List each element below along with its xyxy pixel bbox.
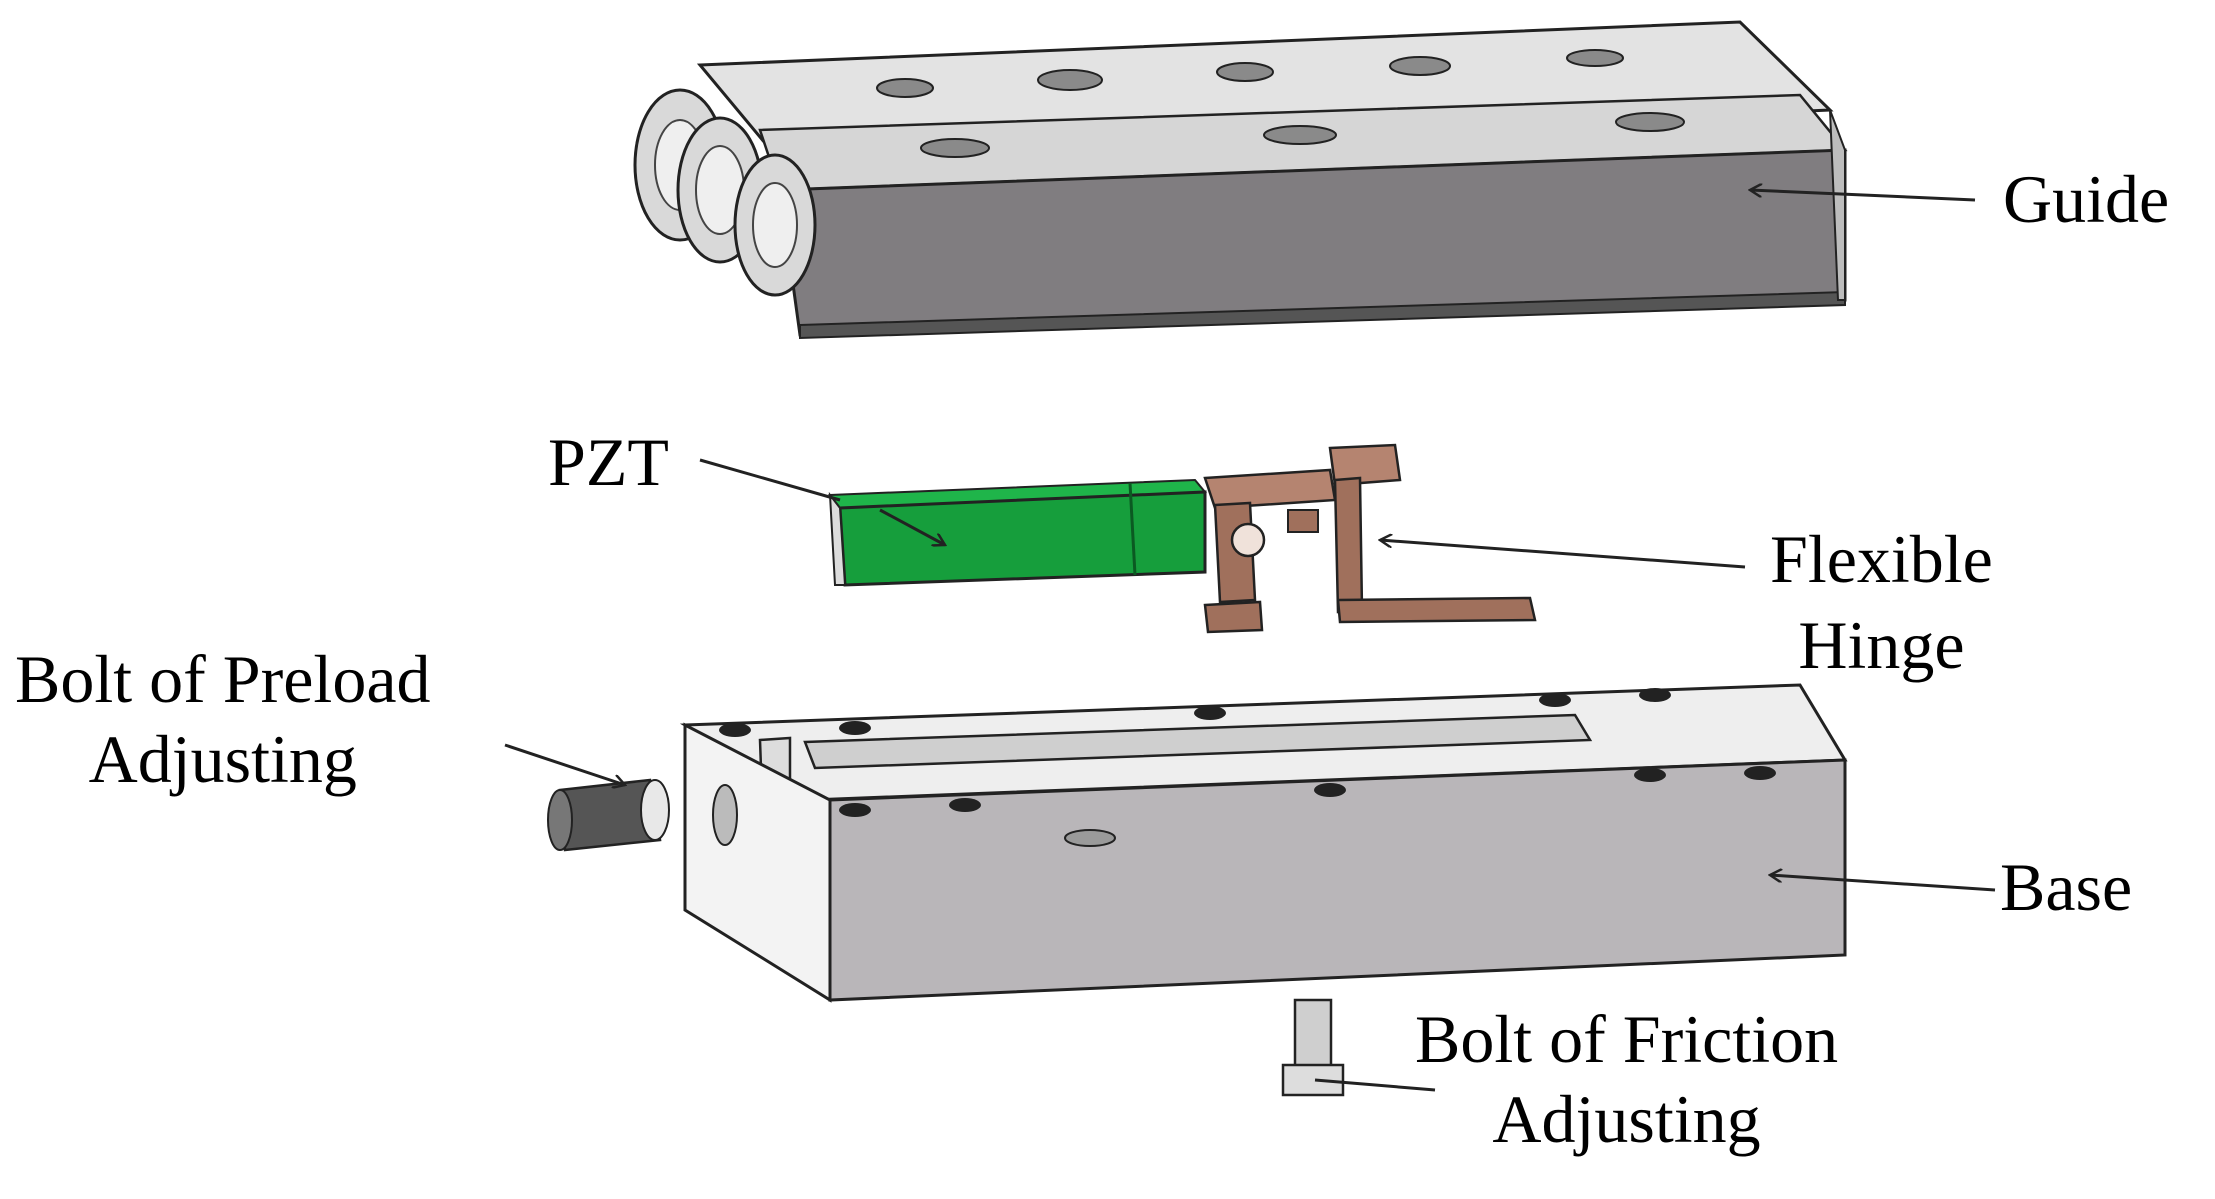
bolt-preload-label: Bolt of Preload Adjusting [15, 641, 431, 797]
base-leader [1770, 875, 1996, 892]
guide-hole [1389, 56, 1451, 76]
flexible-hinge-part [1203, 443, 1537, 634]
guide-rollers [633, 88, 817, 297]
flexible-hinge-label: Flexible Hinge [1770, 521, 1993, 683]
guide-label: Guide [2003, 161, 2170, 237]
friction-bolt-leader [1314, 1078, 1436, 1092]
preload-bolt-part [547, 778, 670, 852]
leader-lines [504, 190, 1996, 1092]
guide-hole [1037, 69, 1103, 91]
base-hole [839, 803, 871, 817]
base-hole [1744, 766, 1776, 780]
bolt-friction-label: Bolt of Friction Adjusting [1415, 1001, 1839, 1157]
guide-hole [1566, 49, 1624, 67]
pzt-leader [699, 458, 841, 502]
guide-hole [920, 138, 990, 158]
base-part [679, 683, 1848, 1003]
pzt-part [828, 478, 1208, 587]
preload-bolt-leader [504, 743, 625, 785]
friction-bolt-part [1281, 998, 1345, 1097]
base-label: Base [2000, 849, 2133, 925]
base-hole [839, 721, 871, 735]
pzt-arrow [879, 508, 945, 545]
pzt-label: PZT [548, 424, 669, 500]
base-hole [1314, 783, 1346, 797]
base-hole [719, 723, 751, 737]
guide-part [633, 20, 1848, 340]
base-hole [1634, 768, 1666, 782]
base-hole [1064, 829, 1116, 847]
base-hole [1639, 688, 1671, 702]
guide-hole [876, 78, 934, 98]
hinge-leader [1380, 540, 1746, 569]
base-hole [1194, 706, 1226, 720]
guide-leader [1750, 190, 1976, 202]
guide-hole [1216, 62, 1274, 82]
guide-hole [1615, 112, 1685, 132]
base-hole [1539, 693, 1571, 707]
base-hole [949, 798, 981, 812]
base-side-hole [712, 784, 738, 846]
guide-hole [1263, 125, 1337, 145]
